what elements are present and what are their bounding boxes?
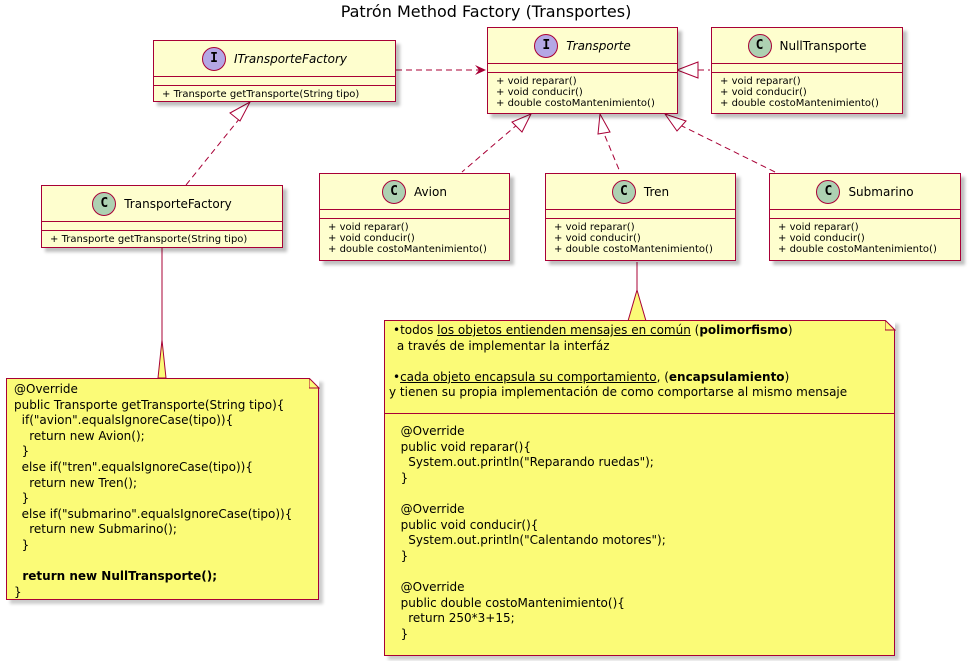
method-row: + void conducir() — [778, 233, 865, 244]
realization-head-transportefactory — [229, 100, 252, 122]
code-line: if("avion".equalsIgnoreCase(tipo)){ — [14, 413, 234, 428]
code-line: return new Tren(); — [14, 475, 138, 490]
code-line: } — [14, 584, 22, 599]
realization-avion — [461, 123, 519, 173]
method-row: + Transporte getTransporte(String tipo) — [162, 89, 360, 100]
code-line — [14, 554, 318, 570]
code-line: } — [14, 444, 30, 459]
realization-head-nulltransporte — [675, 61, 699, 79]
code-line: return new Avion(); — [14, 428, 145, 443]
method-row: + void reparar() — [720, 76, 801, 87]
realization-head-avion — [511, 113, 533, 133]
note-tail-tren — [627, 288, 647, 322]
class-badge-icon: C — [611, 179, 636, 204]
interface-badge-icon: I — [534, 33, 559, 58]
class-badge-icon: C — [816, 179, 841, 204]
code-line: else if("submarino".equalsIgnoreCase(tip… — [14, 506, 293, 521]
class-name: Avion — [414, 184, 447, 199]
note-tren: •todos los objetos entienden mensajes en… — [384, 320, 896, 656]
class-name: Tren — [643, 184, 670, 199]
class-badge-icon: C — [747, 33, 772, 58]
method-row: + void reparar() — [554, 222, 635, 233]
note-factory-code: @Override public Transporte getTransport… — [6, 378, 320, 600]
class-badge-icon: C — [382, 179, 407, 204]
class-badge-icon: C — [92, 191, 117, 216]
note-tren-code: @Override public void reparar(){ System.… — [400, 424, 666, 641]
method-row: + Transporte getTransporte(String tipo) — [50, 234, 248, 245]
note-fold-icon — [309, 378, 320, 389]
method-row: + double costoMantenimiento() — [778, 244, 937, 255]
method-row: + void reparar() — [328, 222, 409, 233]
code-line-bold: return new NullTransporte(); — [14, 569, 218, 584]
code-line: else if("tren".equalsIgnoreCase(tipo)){ — [14, 459, 253, 474]
method-row: + void conducir() — [328, 233, 415, 244]
class-nulltransporte: C NullTransporte + void reparar() + void … — [711, 27, 903, 114]
method-row: + double costoMantenimiento() — [554, 244, 713, 255]
realization-head-submarino — [663, 113, 687, 132]
class-name: TransporteFactory — [124, 196, 232, 211]
method-row: + double costoMantenimiento() — [720, 98, 879, 109]
realization-transportefactory — [185, 117, 241, 186]
code-line: return new Submarino(); — [14, 522, 177, 537]
interface-badge-icon: I — [202, 46, 226, 71]
realization-tren — [604, 135, 621, 173]
class-name: ITransporteFactory — [234, 51, 347, 66]
note-paragraph-polimorfismo: •todos los objetos entienden mensajes en… — [393, 323, 793, 337]
class-name: NullTransporte — [779, 38, 867, 53]
code-line: } — [14, 491, 30, 506]
code-line: } — [14, 537, 30, 552]
realization-head-tren — [597, 112, 611, 135]
dependency-arrowhead — [475, 65, 486, 75]
class-name: Transporte — [566, 38, 631, 53]
method-row: + void conducir() — [496, 87, 583, 98]
class-submarino: C Submarino + void reparar() + void condu… — [769, 173, 961, 261]
realization-submarino — [679, 124, 776, 173]
class-transporte: I Transporte + void reparar() + void cond… — [487, 27, 678, 114]
class-name: Submarino — [848, 184, 914, 199]
class-transportefactory: C TransporteFactory + Transporte getTrans… — [41, 185, 283, 248]
method-row: + void reparar() — [778, 222, 859, 233]
note-tail-factory — [157, 339, 167, 379]
diagram-title: Patrón Method Factory (Transportes) — [340, 2, 632, 21]
class-tren: C Tren + void reparar() + void conducir()… — [545, 173, 736, 261]
method-row: + void reparar() — [496, 76, 577, 87]
note-paragraph-encapsulamiento: •cada objeto encapsula su comportamiento… — [393, 369, 790, 384]
method-row: + double costoMantenimiento() — [496, 98, 655, 109]
code-line: public Transporte getTransporte(String t… — [14, 397, 285, 412]
note-fold-icon — [885, 320, 896, 331]
class-avion: C Avion + void reparar() + void conducir(… — [319, 173, 510, 261]
method-row: + void conducir() — [554, 233, 641, 244]
method-row: + double costoMantenimiento() — [328, 244, 487, 255]
code-line: @Override — [14, 382, 78, 396]
method-row: + void conducir() — [720, 87, 807, 98]
class-itransportefactory: I ITransporteFactory + Transporte getTran… — [153, 40, 396, 102]
